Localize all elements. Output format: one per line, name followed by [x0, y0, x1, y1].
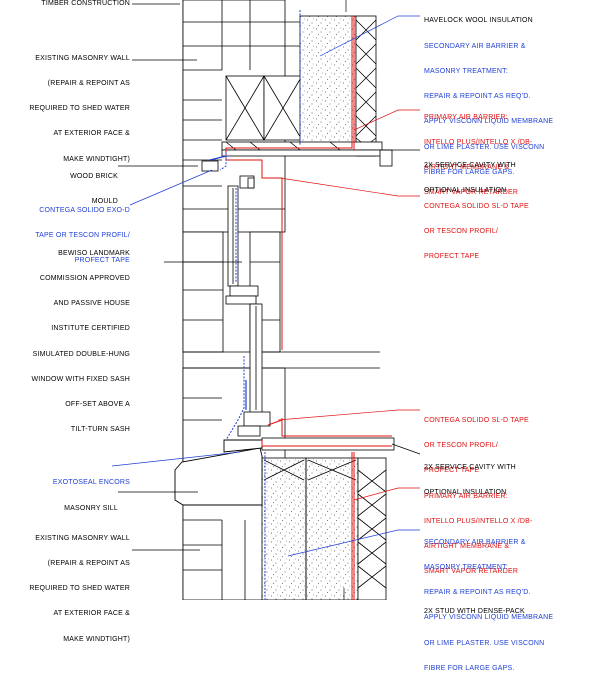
text-line: OR TESCON PROFIL/ [424, 442, 499, 450]
text-line: REQUIRED TO SHED WATER [29, 585, 130, 593]
text-line: MAKE WINDTIGHT) [63, 155, 130, 163]
text-line: APPLY VISCONN LIQUID MEMBRANE [424, 118, 554, 126]
masonry-wall-top-label: EXISTING MASONRY WALL (REPAIR & REPOINT … [29, 38, 130, 181]
text-line: CONTEGA SOLIDO EXO-D [39, 206, 130, 214]
text-line: PROFECT TAPE [74, 257, 130, 265]
secondary-air-barrier-top-label: SECONDARY AIR BARRIER & MASONRY TREATMEN… [424, 26, 553, 194]
text-line: COMMISSION APPROVED [39, 275, 130, 283]
text-line: PROFECT TAPE [424, 467, 480, 475]
text-line: AND PASSIVE HOUSE [53, 300, 130, 308]
text-line: OPTIONAL INSULATION [424, 187, 507, 195]
timber-construction-label: TIMBER CONSTRUCTION [41, 0, 130, 8]
text-line: MOULD [91, 198, 118, 206]
text-line: PRIMARY AIR BARRIER: [424, 492, 508, 500]
text-line: PROFECT TAPE [424, 253, 480, 261]
text-line: (REPAIR & REPOINT AS [47, 80, 130, 88]
text-line: (REPAIR & REPOINT AS [47, 560, 130, 568]
exo-tape-line [209, 155, 247, 410]
text-line: REPAIR & REPOINT AS REQ'D. [424, 589, 531, 597]
service-cavity-top-label: 2X SERVICE CAVITY WITH OPTIONAL INSULATI… [424, 145, 516, 212]
primary-air-barrier-bottom-label: PRIMARY AIR BARRIER: INTELLO PLUS/INTELL… [424, 476, 533, 594]
wood-brick-mould [201, 160, 219, 172]
text-line: SECONDARY AIR BARRIER & [424, 42, 526, 50]
text-line: AIRTIGHT MEMBRANE & [424, 543, 510, 551]
text-line: WOOD BRICK [70, 172, 118, 180]
secondary-air-barrier-line [219, 10, 301, 600]
text-line: INTELLO PLUS/INTELLO X /DB- [424, 139, 533, 147]
text-line: 2X SERVICE CAVITY WITH [424, 463, 516, 471]
text-line: OR TESCON PROFIL/ [424, 228, 499, 236]
text-line: AT EXTERIOR FACE & [53, 610, 130, 618]
wall-section-detail: TIMBER CONSTRUCTION EXISTING MASONRY WAL… [29, 0, 553, 672]
text-line: CONTEGA SOLIDO SL-D TAPE [424, 416, 529, 424]
text-line: 2X STUD WITH DENSE-PACK [424, 607, 525, 615]
masonry-sill-label: MASONRY SILL [64, 488, 118, 530]
text-line: INTELLO PLUS/INTELLO X /DB- [424, 518, 533, 526]
text-line: CONTEGA SOLIDO SL-D TAPE [424, 202, 529, 210]
masonry-sill [174, 439, 263, 506]
section-drawing [111, 0, 421, 601]
contega-sl-top-label: CONTEGA SOLIDO SL-D TAPE OR TESCON PROFI… [424, 186, 529, 278]
text-line: EXISTING MASONRY WALL [35, 534, 130, 542]
text-line: EXISTING MASONRY WALL [35, 54, 130, 62]
wood-brick-mould-label: WOOD BRICK MOULD [70, 156, 118, 223]
text-line: FIBRE FOR LARGE GAPS. [424, 168, 515, 176]
text-line: EXOTOSEAL ENCORS [52, 478, 130, 486]
text-line: REQUIRED TO SHED WATER [29, 105, 130, 113]
text-line: MAKE WINDTIGHT) [63, 635, 130, 643]
text-line: HAVELOCK WOOL INSULATION [424, 16, 533, 24]
stud-bottom-label: 2X STUD WITH DENSE-PACK [424, 591, 525, 633]
text-line: TILT-TURN SASH [70, 426, 130, 434]
text-line: SMART VAPOR RETARDER [424, 189, 519, 197]
text-line: OFF-SET ABOVE A [65, 401, 130, 409]
window-label: BEWISO LANDMARK COMMISSION APPROVED AND … [31, 233, 130, 452]
text-line: TAPE OR TESCON PROFIL/ [35, 232, 130, 240]
text-line: MASONRY SILL [64, 504, 118, 512]
text-line: MASONRY TREATMENT: [424, 564, 508, 572]
text-line: TIMBER CONSTRUCTION [41, 0, 130, 7]
text-line: OPTIONAL INSULATION [424, 489, 507, 497]
text-line: FIBRE FOR LARGE GAPS. [424, 664, 515, 672]
text-line: WINDOW WITH FIXED SASH [31, 375, 130, 383]
text-line: SIMULATED DOUBLE-HUNG [32, 350, 130, 358]
window-unit [225, 175, 271, 437]
text-line: AIRTIGHT MEMBRANE & [424, 164, 510, 172]
text-line: 2X SERVICE CAVITY WITH [424, 161, 516, 169]
text-line: PRIMARY AIR BARRIER: [424, 113, 508, 121]
contega-exo-tape-label: CONTEGA SOLIDO EXO-D TAPE OR TESCON PROF… [35, 190, 130, 282]
masonry-wall-bottom-label: EXISTING MASONRY WALL (REPAIR & REPOINT … [29, 518, 130, 661]
contega-sl-bottom-label: CONTEGA SOLIDO SL-D TAPE OR TESCON PROFI… [424, 400, 529, 492]
primary-air-barrier-top-label: PRIMARY AIR BARRIER: INTELLO PLUS/INTELL… [424, 97, 533, 215]
text-line: REPAIR & REPOINT AS REQ'D. [424, 93, 531, 101]
text-line: INSTITUTE CERTIFIED [51, 325, 130, 333]
primary-air-barrier-line [225, 16, 392, 600]
text-line: MASONRY TREATMENT: [424, 68, 508, 76]
text-line: AT EXTERIOR FACE & [53, 130, 130, 138]
leader-lines [111, 0, 421, 600]
text-line: SMART VAPOR RETARDER [424, 568, 519, 576]
text-line: OR LIME PLASTER. USE VISCONN [424, 639, 545, 647]
service-cavity-bottom-label: 2X SERVICE CAVITY WITH OPTIONAL INSULATI… [424, 447, 516, 514]
havelock-label: HAVELOCK WOOL INSULATION [424, 0, 533, 42]
text-line: BEWISO LANDMARK [58, 249, 130, 257]
upper-insulation-assembly [221, 15, 393, 167]
lower-insulation-assembly [261, 437, 395, 601]
exoseal-label: EXOTOSEAL ENCORS [53, 462, 130, 504]
text-line: OR LIME PLASTER. USE VISCONN [424, 143, 545, 151]
text-line: SECONDARY AIR BARRIER & [424, 538, 526, 546]
